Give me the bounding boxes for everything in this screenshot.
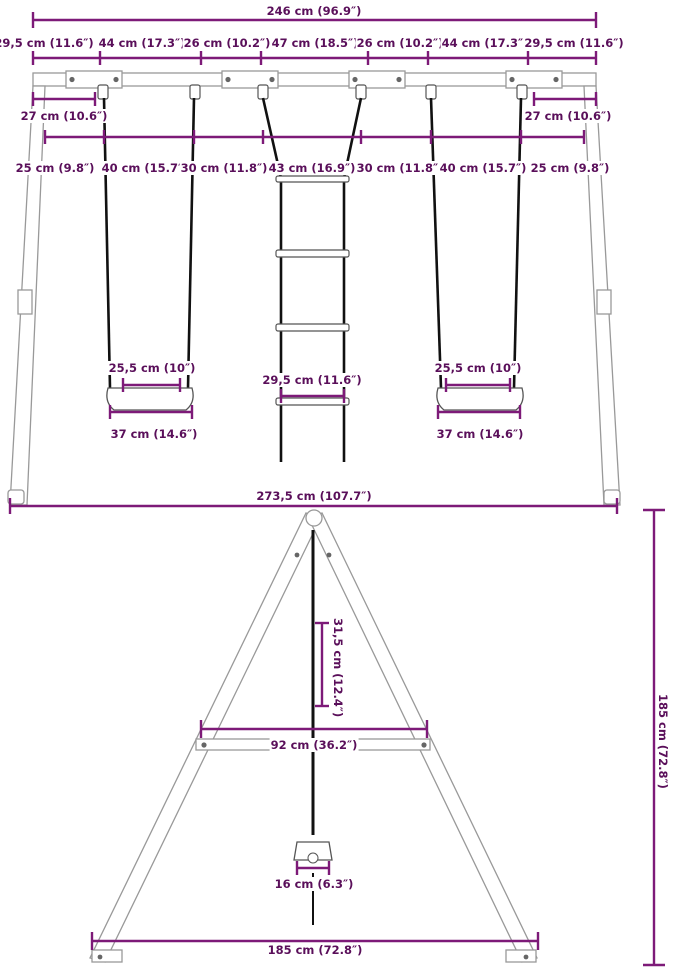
seat-width-right-label: 37 cm (14.6″)	[435, 427, 525, 441]
left-foot	[7, 489, 25, 505]
spacing-label: 43 cm (16.9″)	[267, 161, 357, 175]
end-offset-right-label: 27 cm (10.6″)	[523, 109, 613, 123]
spacing-label: 40 cm (15.7″)	[438, 161, 528, 175]
base-depth-label: 185 cm (72.8″)	[266, 943, 364, 957]
hanger-plate	[505, 70, 563, 89]
right-seat	[436, 387, 524, 411]
side-seat-hub	[307, 852, 319, 864]
seat-depth-label: 16 cm (6.3″)	[273, 877, 355, 891]
side-foot-right	[505, 949, 537, 963]
right-leg-bracket	[596, 289, 612, 315]
front-frame	[7, 70, 621, 506]
side-foot-left	[91, 949, 123, 963]
segment-label: 29,5 cm (11.6″)	[523, 36, 625, 50]
left-seat	[106, 387, 194, 411]
spacing-label: 25 cm (9.8″)	[529, 161, 611, 175]
dimension-lines	[8, 12, 665, 967]
left-leg-bracket	[17, 289, 33, 315]
side-bolts	[97, 552, 529, 960]
segment-label: 26 cm (10.2″)	[182, 36, 272, 50]
segment-label: 29,5 cm (11.6″)	[0, 36, 95, 50]
spacing-label: 25 cm (9.8″)	[14, 161, 96, 175]
seat-inner-right-label: 25,5 cm (10″)	[433, 361, 523, 375]
top-beam	[32, 72, 597, 87]
spacing-label: 40 cm (15.7″)	[100, 161, 190, 175]
hanger-plate	[348, 70, 406, 89]
seats	[106, 387, 524, 411]
beam-length-label: 246 cm (96.9″)	[265, 4, 363, 18]
apex-joint	[305, 509, 323, 527]
bolts	[69, 76, 559, 83]
ladder-width-label: 29,5 cm (11.6″)	[261, 373, 363, 387]
spacing-label: 30 cm (11.8″)	[355, 161, 445, 175]
crossbar-label: 92 cm (36.2″)	[269, 738, 359, 752]
segment-label: 26 cm (10.2″)	[355, 36, 445, 50]
segment-label: 44 cm (17.3″)	[97, 36, 187, 50]
base-width-label: 273,5 cm (107.7″)	[255, 489, 373, 503]
hanger-plate	[65, 70, 123, 89]
height-label: 185 cm (72.8″)	[656, 693, 670, 790]
spacing-label: 30 cm (11.8″)	[179, 161, 269, 175]
ropes	[102, 97, 523, 462]
seat-inner-left-label: 25,5 cm (10″)	[107, 361, 197, 375]
seat-width-left-label: 37 cm (14.6″)	[109, 427, 199, 441]
side-seat	[293, 841, 333, 861]
segment-label: 44 cm (17.3″)	[440, 36, 530, 50]
hanger-plate	[221, 70, 279, 89]
segment-label: 47 cm (18.5″)	[270, 36, 360, 50]
ladder-rungs	[275, 175, 350, 406]
hooks	[97, 84, 528, 100]
end-offset-left-label: 27 cm (10.6″)	[19, 109, 109, 123]
rope-segment-label: 31,5 cm (12.4″)	[331, 617, 345, 719]
